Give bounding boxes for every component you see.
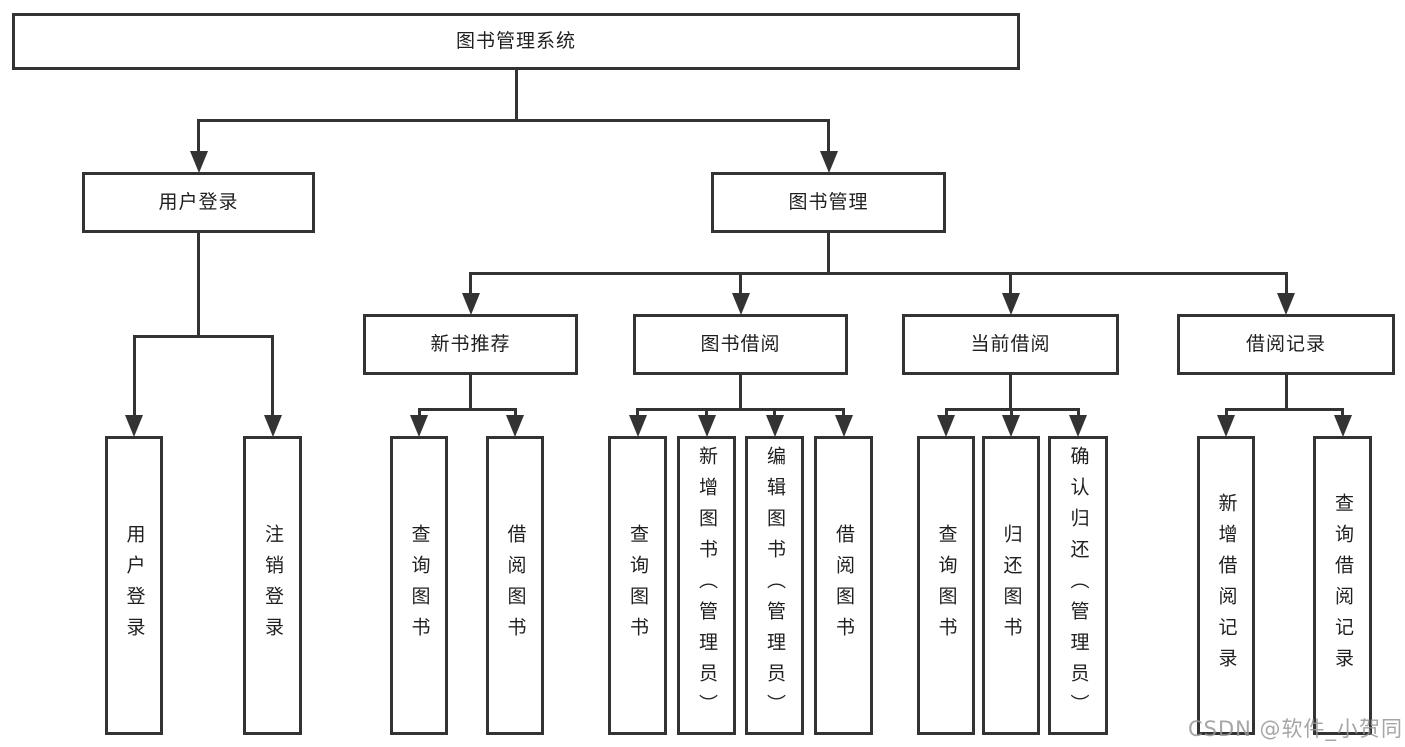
connector-stem xyxy=(1284,375,1288,411)
connector-bar xyxy=(197,119,830,122)
arrow-down-icon xyxy=(937,415,955,437)
connector-drop xyxy=(842,408,845,418)
node-book-borrowing-label: 图书借阅 xyxy=(700,333,781,356)
connector-drop xyxy=(417,408,421,418)
connector-bar xyxy=(636,408,845,411)
arrow-down-icon xyxy=(506,415,524,437)
node-borrow-books-recommend-label: 借阅图书 xyxy=(504,523,527,648)
connector-drop xyxy=(827,119,830,154)
connector-bar xyxy=(469,272,1288,275)
node-logout: 注销登录 xyxy=(243,436,302,735)
connector-drop xyxy=(197,119,200,154)
connector-drop xyxy=(271,335,274,418)
connector-drop xyxy=(944,408,948,418)
connector-stem xyxy=(469,375,472,411)
node-book-management-label: 图书管理 xyxy=(788,191,869,214)
connector-stem xyxy=(739,375,742,411)
node-search-books-recommend: 查询图书 xyxy=(390,436,448,735)
node-search-borrow-record: 查询借阅记录 xyxy=(1313,436,1372,735)
connector-drop xyxy=(773,408,776,418)
node-search-books-borrowing-label: 查询图书 xyxy=(627,523,649,648)
node-add-borrow-record-label: 新增借阅记录 xyxy=(1215,492,1238,679)
node-search-books-current-label: 查询图书 xyxy=(935,523,958,648)
arrow-down-icon xyxy=(1001,293,1020,315)
arrow-down-icon xyxy=(1069,415,1087,437)
node-book-management: 图书管理 xyxy=(711,172,946,233)
node-borrow-books-borrowing-label: 借阅图书 xyxy=(833,523,855,648)
csdn-watermark: CSDN @软件_小贺同学 xyxy=(1188,717,1404,741)
connector-drop xyxy=(469,272,472,296)
node-library-system: 图书管理系统 xyxy=(12,13,1020,70)
arrow-down-icon xyxy=(819,151,838,173)
connector-stem xyxy=(1009,375,1012,411)
connector-drop xyxy=(636,408,639,418)
connector-drop xyxy=(1076,408,1080,418)
node-logout-label: 注销登录 xyxy=(262,523,284,648)
connector-drop xyxy=(1009,272,1012,296)
connector-bar xyxy=(132,335,274,338)
connector-bar xyxy=(1224,408,1344,411)
arrow-down-icon xyxy=(697,415,716,437)
arrow-down-icon xyxy=(765,415,784,437)
node-return-books-label: 归还图书 xyxy=(1000,523,1023,648)
connector-drop xyxy=(132,335,136,418)
arrow-down-icon xyxy=(1217,415,1235,437)
node-add-book-admin-label: 新增图书（管理员） xyxy=(696,446,718,725)
node-search-borrow-record-label: 查询借阅记录 xyxy=(1332,492,1354,679)
connector-drop xyxy=(1009,408,1013,418)
connector-drop xyxy=(513,408,517,418)
node-borrow-books-recommend: 借阅图书 xyxy=(486,436,544,735)
node-add-borrow-record: 新增借阅记录 xyxy=(1197,436,1255,735)
connector-drop xyxy=(1224,408,1228,418)
connector-drop xyxy=(739,272,742,296)
arrow-down-icon xyxy=(125,415,143,437)
node-current-borrowing-label: 当前借阅 xyxy=(970,333,1051,356)
connector-stem xyxy=(197,233,200,338)
node-search-books-current: 查询图书 xyxy=(917,436,975,735)
arrow-down-icon xyxy=(628,415,647,437)
node-user-login-branch-label: 用户登录 xyxy=(158,191,239,214)
arrow-down-icon xyxy=(189,151,208,173)
arrow-down-icon xyxy=(1333,415,1352,437)
connector-bar xyxy=(417,408,517,411)
arrow-down-icon xyxy=(461,293,480,315)
arrow-down-icon xyxy=(1002,415,1020,437)
node-search-books-recommend-label: 查询图书 xyxy=(408,523,431,648)
connector-drop xyxy=(1341,408,1344,418)
node-edit-book-admin: 编辑图书（管理员） xyxy=(745,436,804,735)
connector-drop xyxy=(705,408,708,418)
connector-drop xyxy=(1284,272,1288,296)
arrow-down-icon xyxy=(731,293,750,315)
node-borrowing-records: 借阅记录 xyxy=(1177,314,1395,375)
arrow-down-icon xyxy=(410,415,428,437)
node-current-borrowing: 当前借阅 xyxy=(902,314,1119,375)
connector-stem xyxy=(514,70,518,122)
node-return-books: 归还图书 xyxy=(982,436,1040,735)
node-edit-book-admin-label: 编辑图书（管理员） xyxy=(764,446,786,725)
arrow-down-icon xyxy=(263,415,282,437)
arrow-down-icon xyxy=(834,415,853,437)
connector-stem xyxy=(827,233,830,275)
node-new-book-recommend: 新书推荐 xyxy=(363,314,578,375)
node-borrow-books-borrowing: 借阅图书 xyxy=(814,436,873,735)
node-add-book-admin: 新增图书（管理员） xyxy=(677,436,736,735)
node-borrowing-records-label: 借阅记录 xyxy=(1245,333,1326,356)
node-new-book-recommend-label: 新书推荐 xyxy=(430,333,511,356)
node-confirm-return-admin-label: 确认归还（管理员） xyxy=(1067,446,1090,725)
node-search-books-borrowing: 查询图书 xyxy=(608,436,667,735)
arrow-down-icon xyxy=(1277,293,1295,315)
node-library-system-label: 图书管理系统 xyxy=(455,30,576,53)
node-book-borrowing: 图书借阅 xyxy=(633,314,848,375)
node-user-login-branch: 用户登录 xyxy=(82,172,315,233)
node-confirm-return-admin: 确认归还（管理员） xyxy=(1048,436,1108,735)
node-user-login: 用户登录 xyxy=(105,436,163,735)
node-user-login-label: 用户登录 xyxy=(123,523,146,648)
